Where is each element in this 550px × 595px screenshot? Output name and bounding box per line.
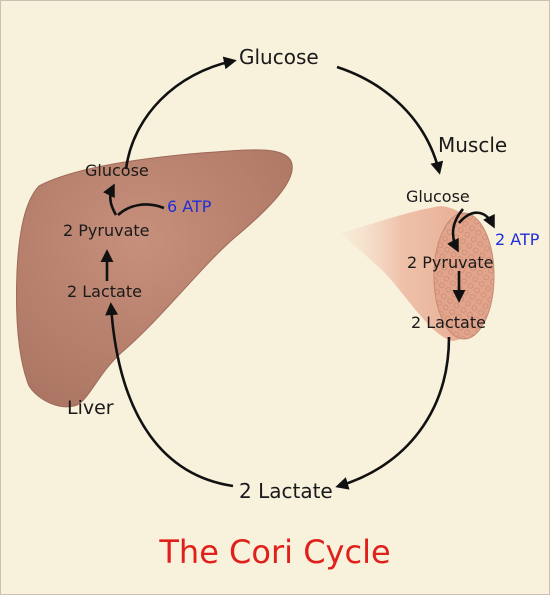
liver-atp-label: 6 ATP xyxy=(167,197,212,216)
muscle-name-label: Muscle xyxy=(438,133,508,157)
liver-name-label: Liver xyxy=(67,397,114,419)
diagram-title: The Cori Cycle xyxy=(159,533,391,571)
liver-atp-arrow xyxy=(117,203,165,216)
cycle-lactate-label: 2 Lactate xyxy=(239,479,333,503)
muscle-glucose-to-pyruvate-arrow xyxy=(447,208,465,253)
liver-glucose-label: Glucose xyxy=(85,161,149,180)
arc-top-to-muscle xyxy=(336,65,444,175)
muscle-lactate-label: 2 Lactate xyxy=(411,313,486,332)
muscle-glucose-label: Glucose xyxy=(406,187,470,206)
liver-pyruvate-label: 2 Pyruvate xyxy=(63,221,150,240)
liver-pyruvate-to-glucose-arrow xyxy=(103,183,118,216)
muscle-pyruvate-label: 2 Pyruvate xyxy=(407,253,494,272)
muscle-atp-arrow xyxy=(458,211,495,229)
arc-muscle-to-bottom xyxy=(335,336,451,490)
cycle-glucose-label: Glucose xyxy=(239,45,319,69)
liver-organ xyxy=(16,149,293,408)
arc-liver-to-top xyxy=(124,56,237,170)
arc-bottom-to-liver xyxy=(105,302,234,488)
liver-lactate-label: 2 Lactate xyxy=(67,282,142,301)
muscle-atp-label: 2 ATP xyxy=(495,230,540,249)
